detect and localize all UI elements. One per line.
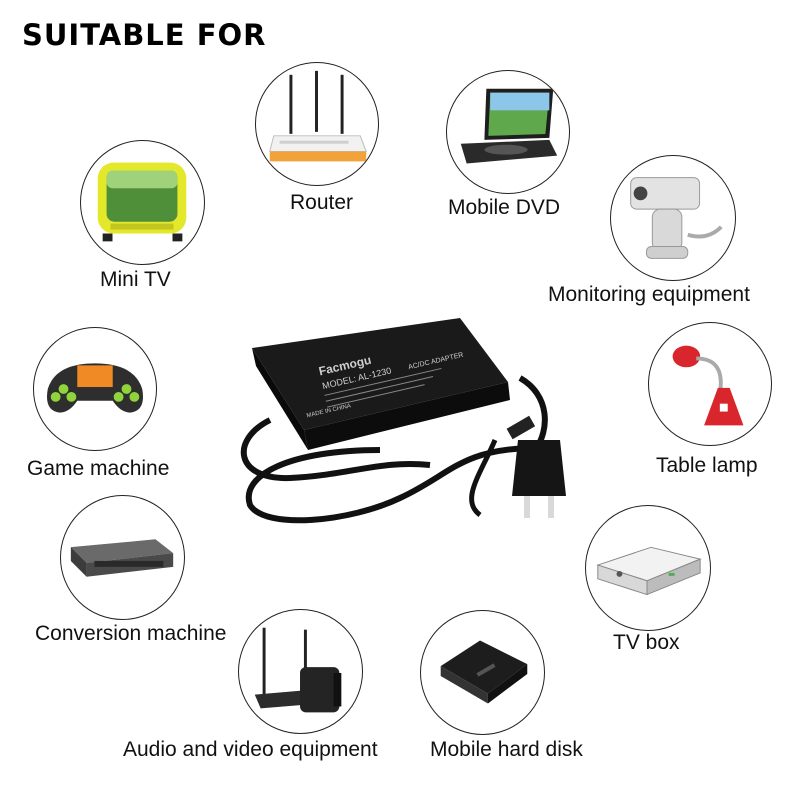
mini-tv-label: Mini TV: [100, 268, 171, 291]
page-title: SUITABLE FOR: [22, 18, 267, 52]
av-transmitter-icon: [254, 627, 342, 713]
game-machine-circle: [33, 327, 157, 451]
hard-disk-circle: [420, 610, 545, 735]
security-camera-icon: [630, 177, 723, 259]
game-controller-icon: [46, 363, 144, 413]
tv-box-icon: [596, 546, 702, 596]
tv-box-circle: [585, 505, 711, 631]
tv-box-label: TV box: [613, 631, 680, 654]
conversion-machine-label: Conversion machine: [35, 622, 227, 645]
router-label: Router: [290, 191, 354, 214]
audio-video-label: Audio and video equipment: [123, 738, 378, 761]
power-adapter-icon: Facmogu MODEL: AL-1230 AC/DC ADAPTER MAD…: [240, 318, 566, 524]
monitoring-label: Monitoring equipment: [548, 283, 750, 306]
router-circle: [255, 62, 379, 186]
table-lamp-label: Table lamp: [656, 454, 758, 477]
mini-tv-icon: [97, 162, 187, 242]
mobile-dvd-circle: [446, 70, 570, 194]
network-switch-icon: [70, 539, 174, 577]
audio-video-circle: [238, 609, 363, 734]
hard-disk-label: Mobile hard disk: [430, 738, 583, 761]
table-lamp-circle: [648, 322, 772, 446]
monitoring-circle: [610, 155, 736, 281]
mini-tv-circle: [80, 140, 205, 265]
router-icon: [269, 70, 367, 162]
game-machine-label: Game machine: [27, 457, 170, 480]
hard-disk-icon: [440, 640, 528, 704]
mobile-dvd-label: Mobile DVD: [448, 196, 561, 219]
conversion-machine-circle: [60, 495, 185, 620]
mobile-dvd-icon: [460, 88, 558, 164]
table-lamp-icon: [672, 345, 744, 426]
